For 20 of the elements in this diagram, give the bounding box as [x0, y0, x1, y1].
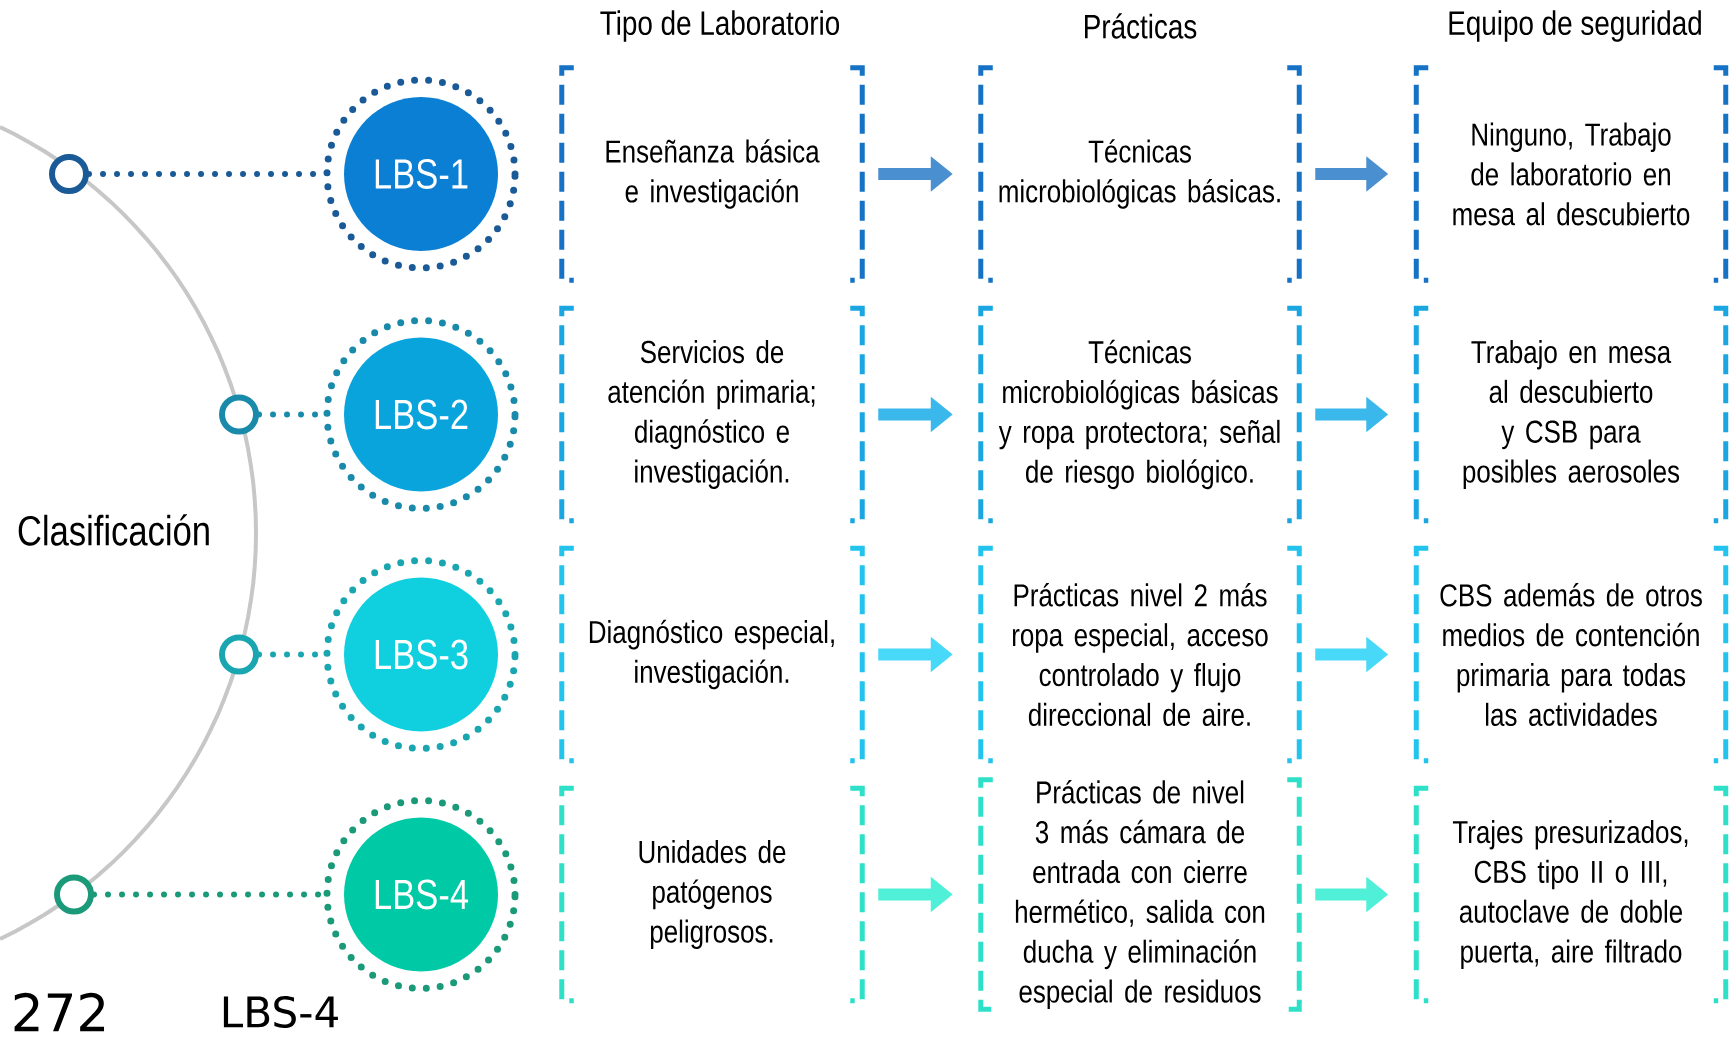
bracket-box: Técnicas microbiológicas básicas y ropa protectora; señal de riesgo biológico.: [978, 305, 1302, 524]
ring-marker: [219, 394, 259, 435]
header: Tipo de Laboratorio: [600, 10, 840, 42]
bracket-box: Ninguno, Trabajo de laboratorio en mesa al descubierto: [1413, 65, 1729, 283]
bracket-box: CBS además de otros medios de contención primaria para todas las actividades: [1413, 545, 1729, 764]
bracket-box: Prácticas nivel 2 más ropa especial, acceso controlado y flujo direccional de aire.: [978, 545, 1302, 764]
bracket-box: Prácticas de nivel 3 más cámara de entrada con cierre hermético, salida con ducha y eliminación especial de residuos: [978, 777, 1302, 1012]
ring-marker: [219, 634, 259, 675]
page-number: 272: [14, 992, 104, 1032]
footer-label: LBS-4: [223, 996, 338, 1028]
ring-marker: [54, 874, 94, 915]
bracket-box: Unidades de patógenos peligrosos.: [559, 785, 865, 1004]
bracket-box: Servicios de atención primaria; diagnóstico e investigación.: [559, 305, 865, 524]
bracket-box: Trajes presurizados, CBS tipo II o III, autoclave de doble puerta, aire filtrado: [1413, 785, 1729, 1004]
side-label: Clasificación: [18, 514, 209, 546]
bracket-box: Técnicas microbiológicas básicas.: [978, 65, 1302, 283]
bracket-box: Trabajo en mesa al descubierto y CSB para posibles aerosoles: [1413, 305, 1729, 524]
bracket-box: Diagnóstico especial, investigación.: [559, 545, 865, 764]
ring-marker: [49, 154, 89, 194]
bracket-box: Enseñanza básica e investigación: [559, 65, 865, 283]
